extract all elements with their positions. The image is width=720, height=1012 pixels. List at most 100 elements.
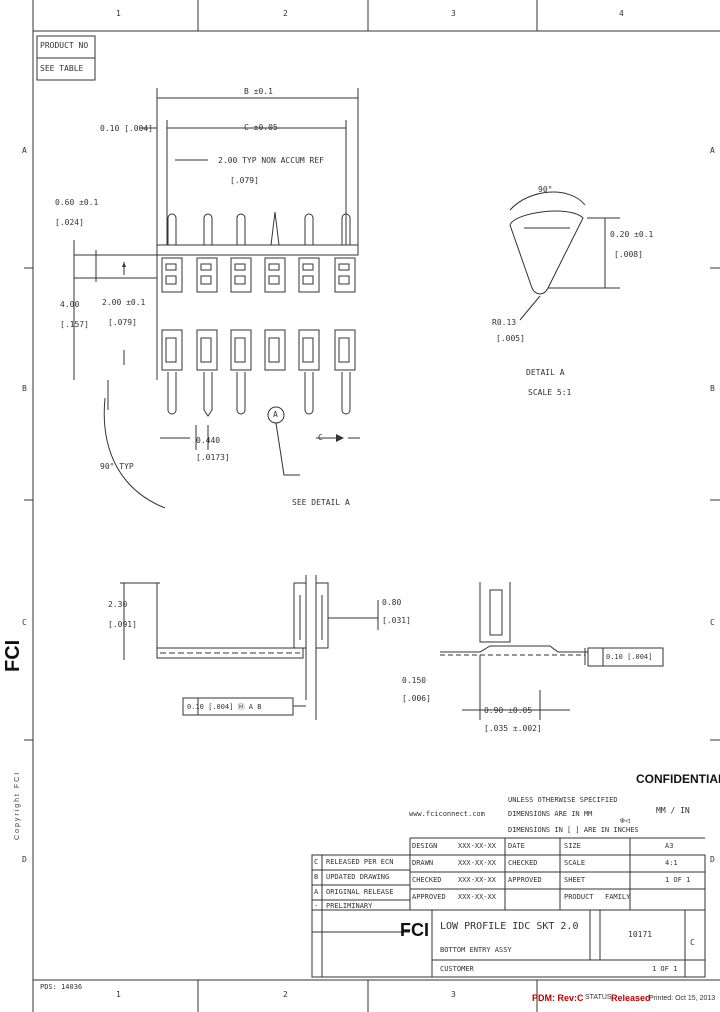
dim-pin-width: 0.440 [196,436,221,445]
side-dim-mid-inch: [.006] [402,694,431,703]
dim-height-inch: [.157] [60,320,89,329]
detail-angle: 90° [538,185,553,194]
rev-row-1-desc: RELEASED PER ECN [326,858,394,866]
datum-c-label: C [318,433,323,442]
detail-dim-right-inch: [.008] [614,250,643,259]
see-detail-note: SEE DETAIL A [292,498,350,507]
approval-3-value: XXX-XX-XX [458,876,496,884]
approval-2-value: XXX-XX-XX [458,859,496,867]
row-mark-d: D [22,855,27,864]
detail-callout-letter: A [273,410,278,419]
tolerance-note-1: UNLESS OTHERWISE SPECIFIED [508,796,618,804]
approval-1-value: XXX-XX-XX [458,842,496,850]
rev-row-2-rev: B [314,873,319,881]
approval-3-field: SHEET [564,876,586,884]
status-value: Released [611,993,651,1003]
footer-left-note: PDS: 14036 [40,983,83,991]
customer-label: CUSTOMER [440,965,474,973]
side-dim-bottom: 0.90 ±0.05 [484,706,533,715]
side-dim-bottom-inch: [.035 ±.002] [484,724,542,733]
approval-3-role: CHECKED [412,876,442,884]
tolerance-frame-text: 0.10 [.004] Ⓜ A B [187,703,262,711]
approval-3-date: APPROVED [508,876,542,884]
website-text: www.fciconnect.com [409,810,485,818]
dim-angle-typ: 90° TYP [100,462,134,471]
row-mark-d-right: D [710,855,715,864]
document-number: 10171 [628,930,653,939]
detail-radius: R0.13 [492,318,517,327]
sheet-number: 1 OF 1 [652,965,678,973]
approval-4-role: APPROVED [412,893,446,901]
printed-date: Printed: Oct 15, 2013 [649,995,716,1002]
col-mark-3: 3 [451,9,456,18]
col-mark-2: 2 [283,9,288,18]
col-mark-1: 1 [116,9,121,18]
approval-4-value: XXX-XX-XX [458,893,496,901]
dim-pitch-total: C ±0.05 [244,123,278,132]
fci-logo-titleblock: FCI [400,920,429,940]
approval-2-field: SCALE [564,859,586,867]
approval-4-field: PRODUCT [564,893,594,901]
tolerance-note-2: DIMENSIONS ARE IN MM [508,810,593,818]
side-dim-mid: 0.150 [402,676,427,685]
approval-1-field: SIZE [564,842,581,850]
approval-4-field-value: FAMILY [605,893,631,901]
side-dim-right: 0.80 [382,598,402,607]
approval-2-role: DRAWN [412,859,434,867]
rev-row-1-rev: C [314,858,319,866]
dim-height: 4.00 [60,300,80,309]
approval-3-field-value: 1 OF 1 [665,876,691,884]
detail-title: DETAIL A [526,368,565,377]
detail-dim-right: 0.20 ±0.1 [610,230,654,239]
detail-radius-inch: [.005] [496,334,525,343]
col-mark-bottom-2: 2 [283,990,288,999]
see-table-label: SEE TABLE [40,64,84,73]
row-mark-a-right: A [710,146,715,155]
side-dim-right-inch: [.031] [382,616,411,625]
detail-scale: SCALE 5:1 [528,388,572,397]
rev-row-3-desc: ORIGINAL RELEASE [326,888,394,896]
dim-side-top: 0.60 ±0.1 [55,198,99,207]
col-mark-bottom-3: 3 [451,990,456,999]
side-dim-height-inch: [.091] [108,620,137,629]
document-rev: C [690,938,695,947]
tolerance-note-3: DIMENSIONS IN [ ] ARE IN INCHES [508,826,639,834]
row-mark-c: C [22,618,27,627]
pdm-rev-label: PDM: Rev:C [532,993,584,1003]
row-mark-c-right: C [710,618,715,627]
col-mark-bottom-1: 1 [116,990,121,999]
row-mark-b: B [22,384,27,393]
row-mark-a: A [22,146,27,155]
dim-left-offset: 0.10 [.004] [100,124,153,133]
row-mark-b-right: B [710,384,715,393]
side-dim-height: 2.30 [108,600,128,609]
drawing-title: LOW PROFILE IDC SKT 2.0 [440,921,579,932]
dim-pitch-note: 2.00 TYP NON ACCUM REF [218,156,324,165]
confidential-label: CONFIDENTIAL [636,772,720,786]
rev-row-3-rev: A [314,888,319,896]
projection-symbol-icon: ⊕◁ [620,816,630,825]
approval-1-date: DATE [508,842,525,850]
col-mark-4: 4 [619,9,624,18]
approval-2-field-value: 4:1 [665,859,678,867]
approval-2-date: CHECKED [508,859,538,867]
dim-pin-width-inch: [.0173] [196,453,230,462]
rev-row-2-desc: UPDATED DRAWING [326,873,390,881]
status-label: STATUS: [585,994,614,1001]
units-label: MM / IN [656,806,690,815]
dim-row-pitch-inch: [.079] [108,318,137,327]
dim-side-top-inch: [.024] [55,218,84,227]
product-no-label: PRODUCT NO [40,41,89,50]
flatness-frame-text: 0.10 [.004] [606,653,653,661]
approval-1-role: DESIGN [412,842,438,850]
rev-row-4-rev: - [314,902,319,910]
dim-pitch-note-inch: [.079] [230,176,259,185]
rev-row-4-desc: PRELIMINARY [326,902,373,910]
dim-overall-b: B ±0.1 [244,87,273,96]
